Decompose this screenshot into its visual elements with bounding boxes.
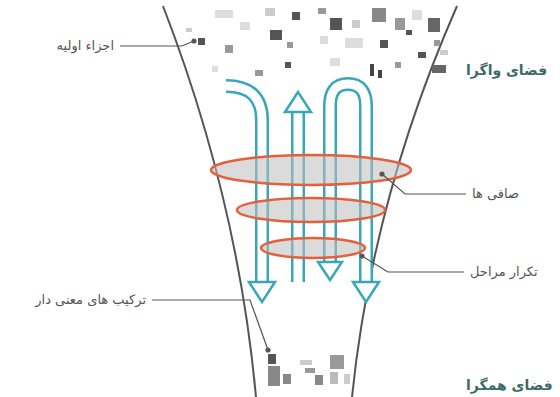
piece xyxy=(418,52,426,58)
piece xyxy=(212,66,218,72)
combined-pieces xyxy=(268,354,350,386)
piece xyxy=(268,354,276,364)
piece xyxy=(330,18,342,30)
region-heading: فضای همگرا xyxy=(466,377,553,394)
leader-lines xyxy=(120,39,466,352)
part-label: ترکیب های معنی دار xyxy=(35,292,146,308)
piece xyxy=(380,40,388,48)
arrow-tube xyxy=(226,86,262,284)
filter-ellipse xyxy=(261,238,365,258)
piece xyxy=(432,65,446,73)
piece xyxy=(315,375,323,385)
piece xyxy=(370,64,374,76)
raw-pieces xyxy=(186,8,448,78)
piece xyxy=(440,50,448,55)
piece xyxy=(240,22,250,30)
piece xyxy=(345,38,363,48)
piece xyxy=(283,374,291,384)
piece xyxy=(352,20,360,28)
piece xyxy=(285,62,291,68)
piece xyxy=(330,58,340,66)
iteration-arrows xyxy=(226,84,379,302)
leader-line xyxy=(382,174,466,194)
piece xyxy=(300,360,312,365)
piece xyxy=(434,40,440,46)
piece xyxy=(305,368,315,373)
piece xyxy=(292,12,300,20)
piece xyxy=(378,70,382,78)
region-heading: فضای واگرا xyxy=(466,62,547,79)
piece xyxy=(225,45,233,53)
piece xyxy=(406,30,412,35)
part-label: تکرار مراحل xyxy=(470,264,538,280)
arrow-head xyxy=(249,282,275,302)
leader-dot xyxy=(266,348,270,352)
leader-dot xyxy=(192,39,196,43)
leader-dot xyxy=(380,172,384,176)
piece xyxy=(268,366,280,386)
piece xyxy=(344,374,350,384)
piece xyxy=(270,30,282,40)
piece xyxy=(395,18,405,30)
arrow-head xyxy=(285,92,311,112)
piece xyxy=(318,8,326,14)
piece xyxy=(330,372,338,384)
leader-line xyxy=(152,300,268,350)
piece xyxy=(215,10,233,18)
filter-ellipse xyxy=(211,155,411,185)
piece xyxy=(186,28,192,32)
piece xyxy=(320,36,328,44)
piece xyxy=(198,38,205,45)
part-label: اجزاء اولیه xyxy=(57,38,114,54)
piece xyxy=(255,70,263,76)
piece xyxy=(395,62,401,68)
leader-dot xyxy=(360,254,364,258)
arrow-head xyxy=(353,282,379,302)
leader-line xyxy=(120,41,194,46)
piece xyxy=(428,18,440,32)
filters xyxy=(211,155,411,258)
piece xyxy=(265,8,275,16)
piece xyxy=(412,10,422,20)
piece xyxy=(330,355,344,369)
arrow-head xyxy=(318,262,342,280)
piece xyxy=(372,8,386,22)
arrow-tube xyxy=(226,86,262,284)
piece xyxy=(287,42,293,48)
filter-ellipse xyxy=(237,198,385,222)
leader-line xyxy=(362,256,464,272)
funnel-wall xyxy=(163,6,256,397)
part-label: صافی ها xyxy=(472,186,519,202)
